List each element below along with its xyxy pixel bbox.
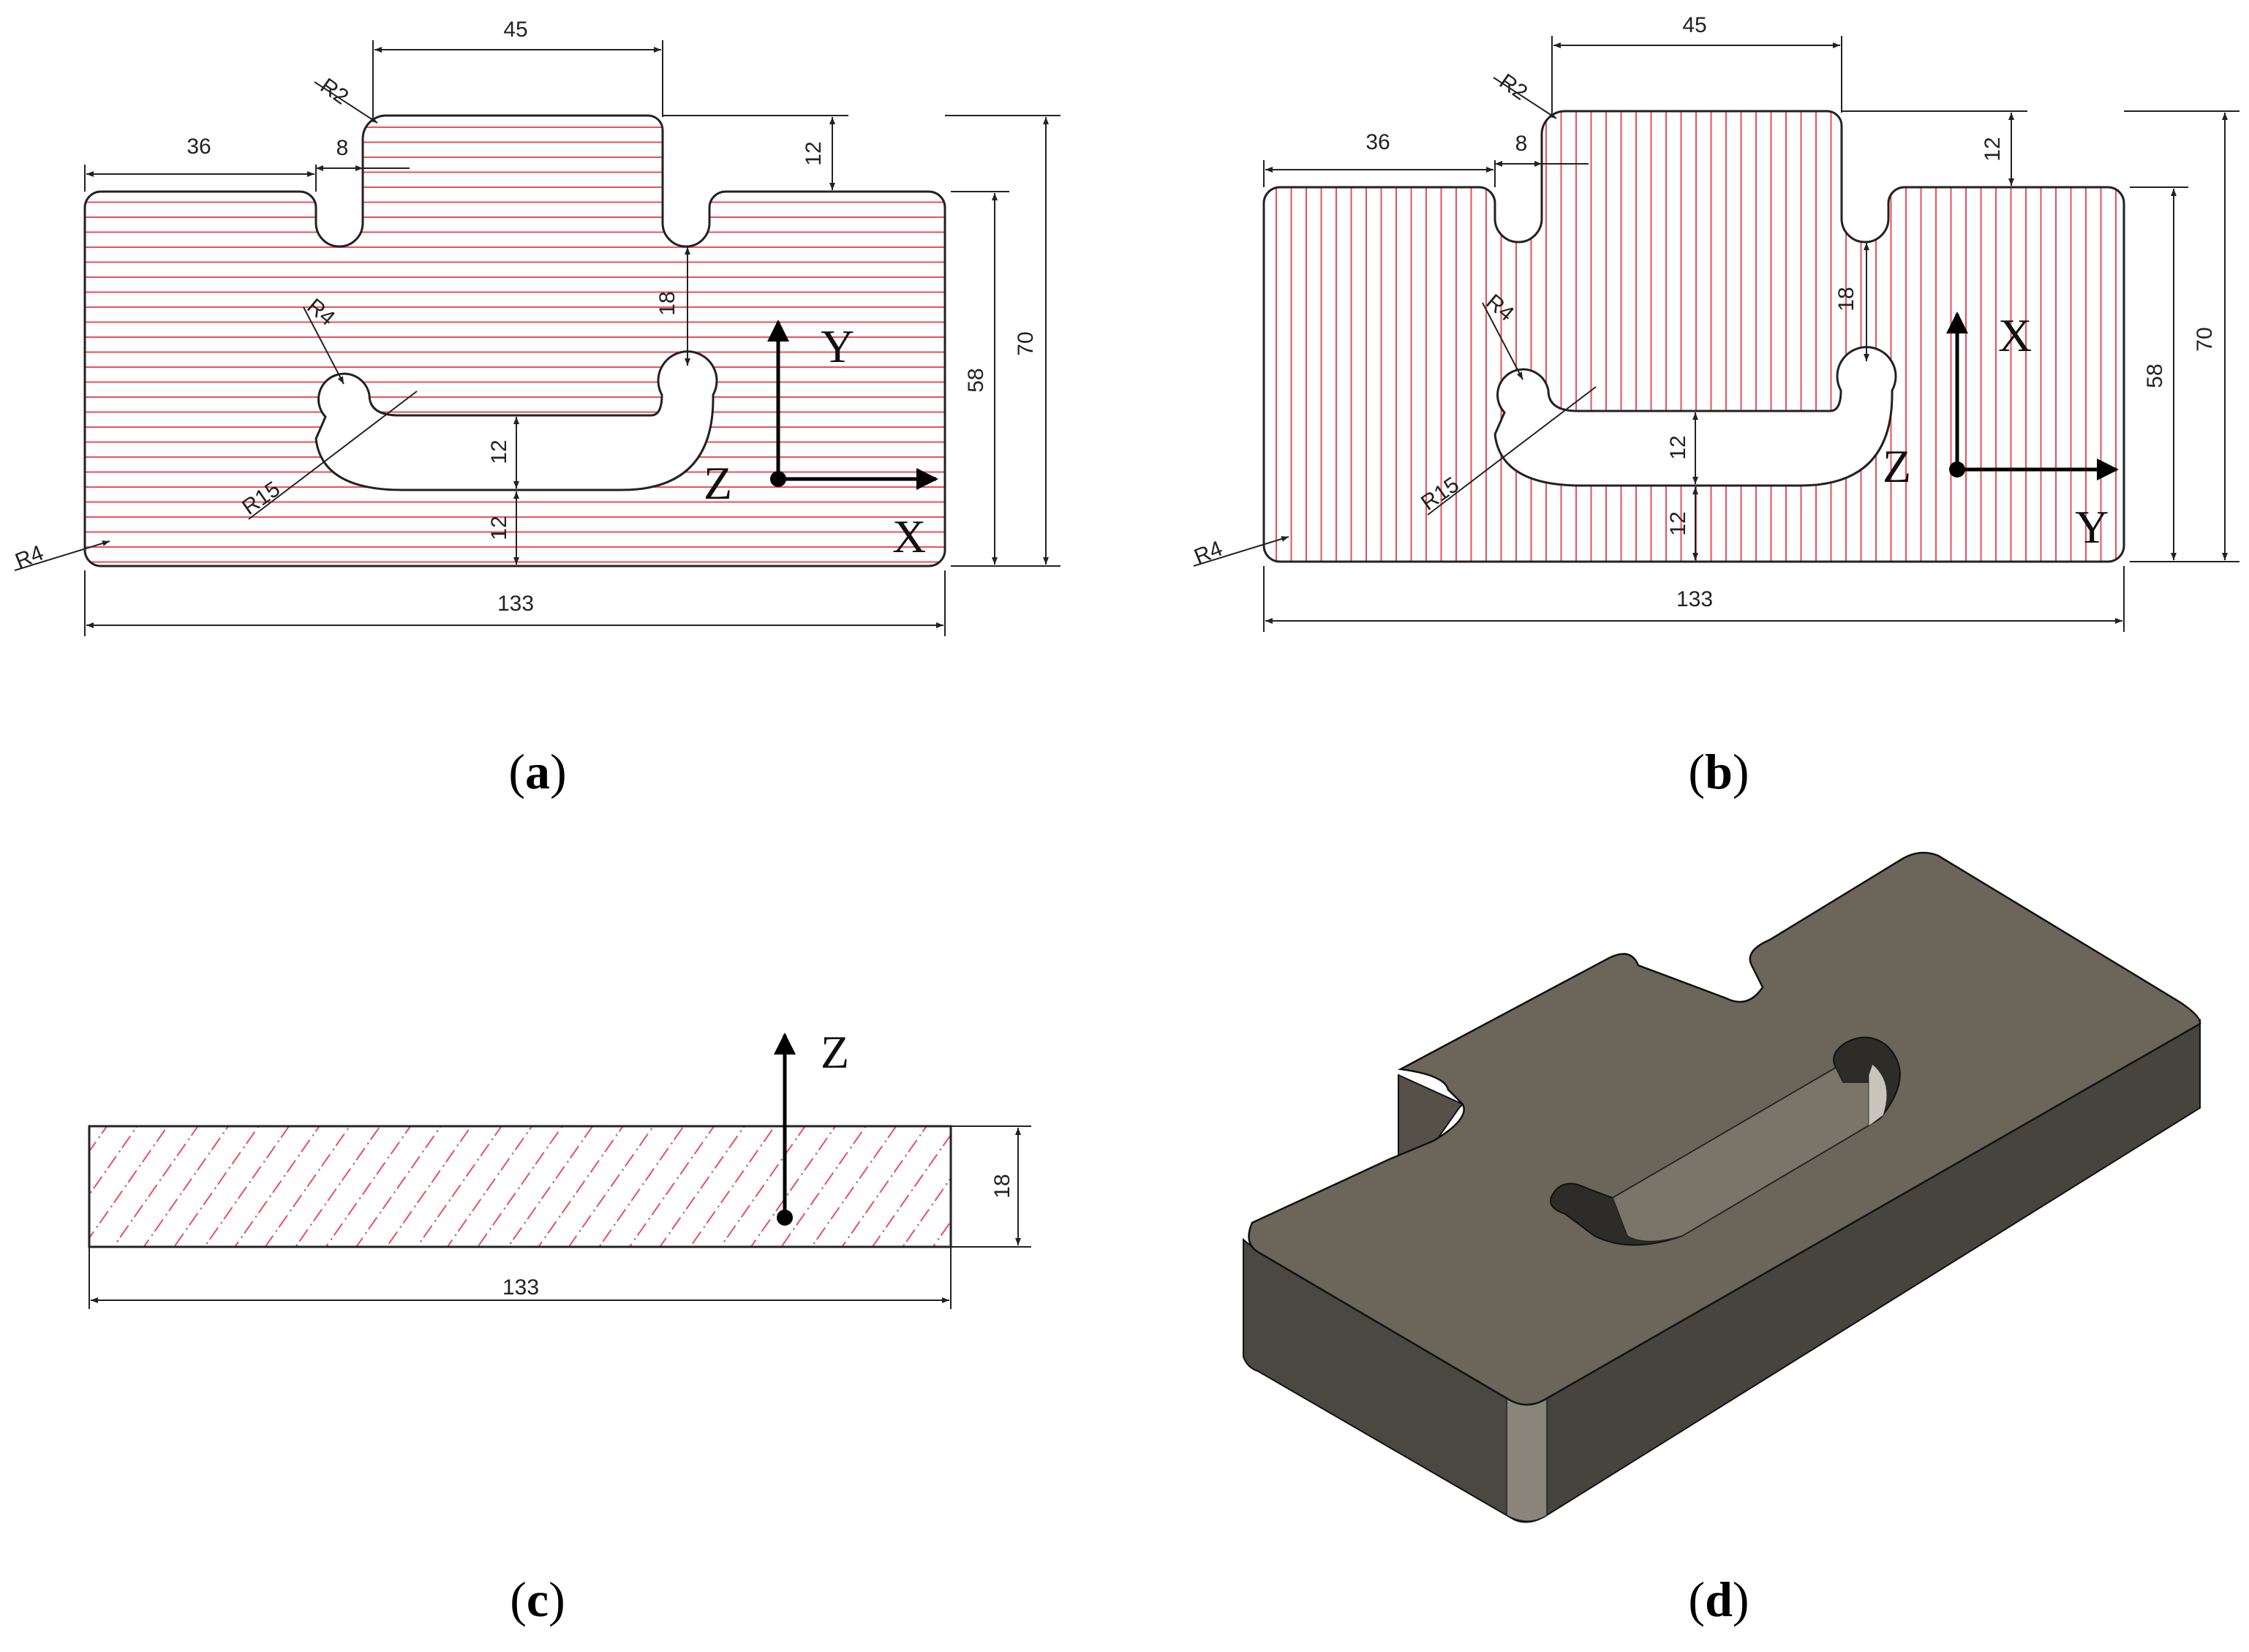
part-3d-render — [1243, 851, 2201, 1523]
dim-slot-width: 12 — [487, 440, 511, 464]
part-drawing-a — [83, 114, 946, 567]
dim-left-width: 36 — [187, 135, 211, 159]
axis-triad-b: X Y Z — [1883, 309, 2119, 553]
dim-slot-width: 12 — [1666, 435, 1690, 459]
caption-b: (b) — [1688, 744, 1749, 799]
front-corner — [1506, 1397, 1548, 1522]
axis-label-origin: Z — [1883, 440, 1911, 492]
dim-total-width: 133 — [497, 592, 534, 616]
axis-label-right: X — [892, 510, 926, 562]
dim-top-width: 45 — [1682, 13, 1706, 37]
panel-a: 45 36 8 12 70 58 18 12 12 133 R4 R2 R4 R… — [12, 18, 1061, 799]
axis-label-up: X — [1998, 309, 2032, 361]
caption-c: (c) — [510, 1572, 565, 1627]
axis-label-right: Y — [2075, 501, 2109, 553]
axis-triad-c: Z — [774, 1026, 849, 1226]
axis-label-up: Y — [821, 320, 854, 372]
step-wall-left — [1398, 1074, 1464, 1164]
dimension-lines-b — [1193, 36, 2239, 632]
top-face — [1248, 851, 2201, 1406]
dim-slot-bottom: 12 — [1666, 511, 1690, 535]
dim-slot-bottom: 12 — [487, 516, 511, 540]
dim-notch-radius: R2 — [316, 74, 353, 110]
axis-triad-a: Y X Z — [704, 320, 938, 562]
dim-notch-radius: R2 — [1495, 69, 1532, 105]
dim-small-width: 8 — [1515, 132, 1528, 156]
dim-total-width: 133 — [502, 1275, 539, 1300]
dim-total-height: 70 — [1014, 331, 1038, 355]
caption-d: (d) — [1688, 1572, 1749, 1627]
dim-left-width: 36 — [1365, 130, 1390, 154]
part-drawing-b — [1262, 110, 2125, 563]
section-drawing-c — [88, 1125, 952, 1248]
dim-body-height: 58 — [964, 368, 988, 392]
panel-c: 18 133 Z (c) — [88, 1026, 1031, 1627]
dim-total-width: 133 — [1676, 587, 1713, 611]
dimension-lines-c — [88, 1125, 1031, 1309]
dim-step-height: 12 — [1981, 137, 2005, 161]
axis-label-up: Z — [821, 1026, 849, 1078]
dim-total-height: 70 — [2193, 327, 2217, 351]
dim-thickness: 18 — [990, 1174, 1014, 1198]
dimension-labels-a: 45 36 8 12 70 58 18 12 12 133 R4 R2 R4 R… — [12, 18, 1038, 616]
panel-d: (d) — [1243, 851, 2201, 1627]
dim-corner-radius: R4 — [1191, 537, 1226, 570]
dim-step-height: 12 — [802, 141, 826, 165]
axis-label-origin: Z — [704, 457, 732, 509]
caption-a: (a) — [508, 744, 566, 799]
panel-b: 45 36 8 12 70 58 18 12 12 133 R4 R2 R4 R… — [1191, 13, 2239, 799]
dimension-lines-a — [14, 40, 1061, 636]
dim-small-width: 8 — [336, 136, 349, 160]
dim-slot-offset: 18 — [655, 291, 679, 315]
dim-slot-offset: 18 — [1834, 287, 1858, 311]
dim-body-height: 58 — [2143, 363, 2167, 388]
dim-corner-radius: R4 — [12, 541, 47, 574]
dim-top-width: 45 — [503, 18, 527, 42]
